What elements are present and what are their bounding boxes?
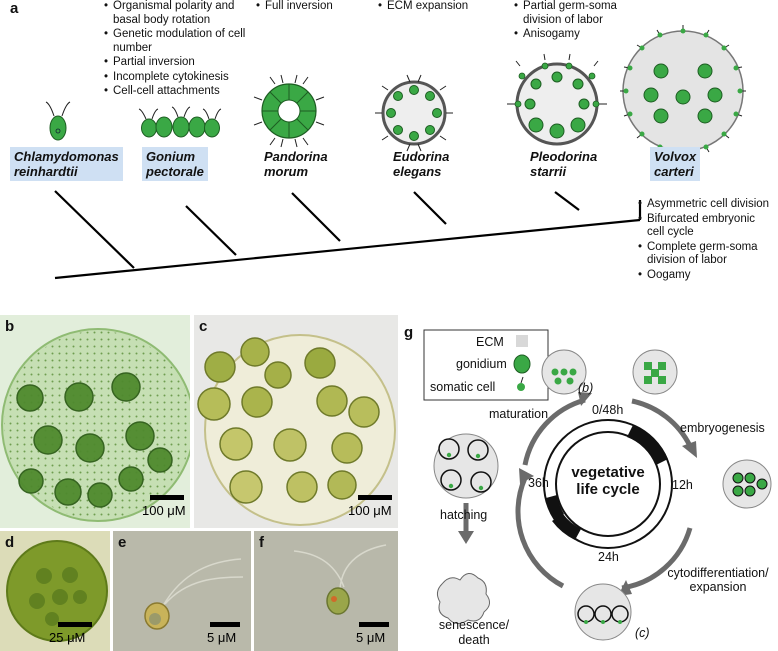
species-epithet: morum — [264, 164, 309, 179]
panel-g-letter: g — [404, 324, 414, 341]
species-epithet: starrii — [530, 164, 567, 179]
legend-ecm-label: ECM — [476, 335, 504, 349]
time-label-0-48h: 0/48h — [592, 403, 624, 417]
stage-label-embryogenesis: embryogenesis — [680, 421, 765, 435]
legend-gonidium-swatch — [513, 354, 531, 374]
trait-item: Genetic modulation of cell number — [104, 28, 254, 55]
panel-d-letter: d — [5, 534, 15, 551]
stage-label-hatching: hatching — [440, 508, 488, 522]
stage-cytodiff-colony — [574, 583, 632, 641]
species-label-pandorina: Pandorina morum — [264, 149, 328, 179]
legend-ecm-swatch — [516, 335, 528, 347]
scale-bar — [210, 622, 240, 627]
species-epithet: reinhardtii — [14, 164, 78, 179]
cycle-center-title: vegetative life cycle — [563, 464, 653, 498]
trait-item: ECM expansion — [378, 0, 478, 14]
trait-item: Anisogamy — [514, 28, 626, 42]
stage-embryogenesis-colony — [632, 349, 678, 395]
trait-item: Cell-cell attachments — [104, 85, 254, 99]
species-name: Pleodorina — [530, 149, 598, 164]
legend-somatic-label: somatic cell — [430, 380, 496, 394]
legend-somatic-swatch — [517, 376, 525, 391]
panel-c-letter: c — [199, 318, 208, 335]
stage-label-line: expansion — [689, 580, 747, 594]
species-label-chlamydomonas: Chlamydomonas reinhardtii — [10, 147, 123, 181]
phylogeny-tree — [54, 190, 642, 280]
eudorina-illustration — [375, 74, 453, 152]
panel-b-letter: b — [5, 318, 15, 335]
volvox-illustration — [620, 25, 746, 157]
photo-gonidium-d: d 25 μM — [0, 531, 110, 651]
pandorina-illustration — [253, 74, 325, 148]
panel-e-letter: e — [118, 534, 127, 551]
time-label-24h: 24h — [598, 550, 619, 564]
stage-label-line: cytodifferentiation/ — [667, 566, 769, 580]
photo-somatic-e: e 5 μM — [113, 531, 251, 651]
trait-item: Partial germ-soma division of labor — [514, 0, 626, 27]
species-epithet: carteri — [654, 164, 694, 179]
scale-bar — [58, 622, 92, 627]
scale-label: 100 μM — [142, 503, 186, 518]
species-name: Volvox — [654, 149, 697, 164]
stage-expansion-colony — [722, 459, 772, 509]
time-label-36h: 36h — [528, 476, 549, 490]
center-line-2: life cycle — [576, 481, 640, 498]
stage-label-cytodifferentiation: cytodifferentiation/ expansion — [662, 566, 774, 594]
trait-item: Asymmetric cell division — [638, 198, 774, 212]
trait-item: Incomplete cytokinesis — [104, 71, 254, 85]
species-label-volvox: Volvox carteri — [650, 147, 701, 181]
trait-item: Partial inversion — [104, 56, 254, 70]
panel-a-letter: a — [10, 0, 19, 17]
trait-item: Complete germ-soma division of labor — [638, 241, 774, 268]
species-name: Pandorina — [264, 149, 328, 164]
species-epithet: pectorale — [146, 164, 204, 179]
stage-senescence-colony — [436, 573, 490, 624]
stage-ref-c: (c) — [635, 626, 650, 640]
scale-bar — [359, 622, 389, 627]
stage-label-senescence: senescence/ death — [438, 618, 510, 648]
pleodorina-illustration — [507, 53, 607, 146]
species-epithet: elegans — [393, 164, 442, 179]
traits-pandorina: Full inversion — [256, 0, 356, 15]
trait-item: Organismal polarity and basal body rotat… — [104, 0, 254, 27]
species-label-pleodorina: Pleodorina starrii — [530, 149, 597, 179]
chlamydomonas-illustration — [45, 101, 71, 141]
traits-eudorina: ECM expansion — [378, 0, 478, 15]
scale-label: 5 μM — [207, 630, 237, 645]
stage-ref-b: (b) — [578, 381, 594, 395]
scale-label: 100 μM — [348, 503, 392, 518]
traits-pleodorina: Partial germ-soma division of labor Anis… — [514, 0, 626, 43]
traits-volvox: Asymmetric cell division Bifurcated embr… — [638, 198, 774, 283]
photo-volvox-b: b 100 μM — [0, 315, 190, 528]
trait-item: Full inversion — [256, 0, 356, 14]
stage-hatching-colony — [433, 433, 499, 499]
center-line-1: vegetative — [571, 464, 645, 481]
species-name: Eudorina — [393, 149, 450, 164]
cycle-arrows — [515, 397, 693, 591]
photo-somatic-f: f 5 μM — [254, 531, 398, 651]
trait-item: Bifurcated embryonic cell cycle — [638, 213, 774, 240]
traits-gonium: Organismal polarity and basal body rotat… — [104, 0, 254, 100]
scale-label: 5 μM — [356, 630, 386, 645]
photo-volvox-c: c 100 μM — [194, 315, 398, 528]
time-label-12h: 12h — [672, 478, 693, 492]
scale-bar — [150, 495, 184, 500]
panel-f-letter: f — [259, 534, 264, 551]
species-name: Chlamydomonas — [14, 149, 119, 164]
gonium-illustration — [138, 106, 222, 138]
stage-label-maturation: maturation — [489, 407, 549, 421]
scale-label: 25 μM — [49, 630, 86, 645]
scale-bar — [358, 495, 392, 500]
stage-maturation-colony — [541, 349, 587, 395]
stage-label-line: death — [458, 633, 490, 647]
species-label-gonium: Gonium pectorale — [142, 147, 208, 181]
species-name: Gonium — [146, 149, 196, 164]
stage-label-line: senescence/ — [438, 618, 510, 632]
species-label-eudorina: Eudorina elegans — [393, 149, 449, 179]
trait-item: Oogamy — [638, 269, 774, 283]
legend-gonidium-label: gonidium — [456, 357, 507, 371]
